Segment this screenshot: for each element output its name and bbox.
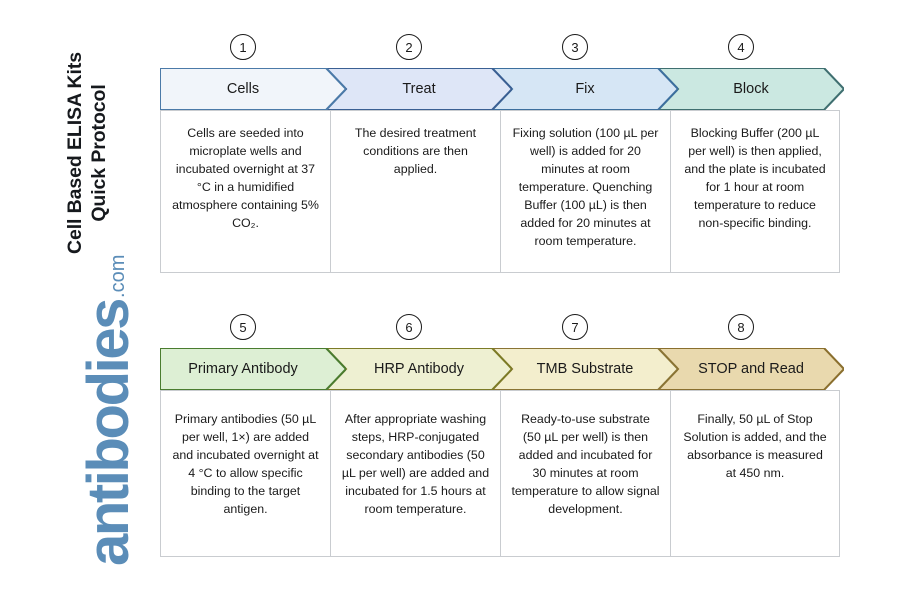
step-chevron-2[interactable]: Treat [326,68,512,110]
step-description-panel-2: The desired treatment conditions are the… [330,110,500,273]
step-description-text-7: Ready-to-use substrate (50 µL per well) … [511,412,660,516]
step-description-panel-6: After appropriate washing steps, HRP-con… [330,390,500,557]
step-description-text-3: Fixing solution (100 µL per well) is add… [512,126,659,248]
step-description-text-6: After appropriate washing steps, HRP-con… [341,412,490,516]
step-chevron-4[interactable]: Block [658,68,844,110]
brand-logo-tld: .com [107,254,129,298]
step-description-panel-5: Primary antibodies (50 µL per well, 1×) … [160,390,330,557]
step-label-1: Cells [226,81,260,97]
chevron-shape [326,348,512,390]
step-chevron-8[interactable]: STOP and Read [658,348,844,390]
chevron-shape [160,68,346,110]
step-description-panel-8: Finally, 50 µL of Stop Solution is added… [670,390,840,557]
step-label-6: HRP Antibody [373,361,464,377]
step-label-5: Primary Antibody [188,361,298,377]
step-number-8: 8 [728,314,754,340]
step-description-text-8: Finally, 50 µL of Stop Solution is added… [683,412,827,480]
chevron-track-1: Cells Treat Fix Block [160,68,860,110]
step-number-1: 1 [230,34,256,60]
step-description-panel-3: Fixing solution (100 µL per well) is add… [500,110,670,273]
step-number-7: 7 [562,314,588,340]
step-chevron-1[interactable]: Cells [160,68,346,110]
step-description-text-5: Primary antibodies (50 µL per well, 1×) … [172,412,319,516]
brand-logo-word: antibodies [76,299,142,566]
description-track-2: Primary antibodies (50 µL per well, 1×) … [160,390,840,557]
step-number-track-2: 5 6 7 8 [160,314,840,348]
chevron-shape [658,348,844,390]
step-description-text-1: Cells are seeded into microplate wells a… [172,126,319,230]
protocol-row-2: 5 6 7 8 Primary Antibody HRP Antibody TMB Sub… [160,314,860,557]
step-description-panel-4: Blocking Buffer (200 µL per well) is the… [670,110,840,273]
page-title-line-2: Quick Protocol [88,84,110,222]
step-number-track-1: 1 2 3 4 [160,34,840,68]
step-number-3: 3 [562,34,588,60]
step-label-2: Treat [402,81,436,97]
step-description-panel-1: Cells are seeded into microplate wells a… [160,110,330,273]
step-description-panel-7: Ready-to-use substrate (50 µL per well) … [500,390,670,557]
step-chevron-3[interactable]: Fix [492,68,678,110]
step-label-3: Fix [575,81,595,97]
page-title-text: Cell Based ELISA Kits Quick Protocol [56,18,120,288]
step-number-4: 4 [728,34,754,60]
chevron-track-2: Primary Antibody HRP Antibody TMB Substrat… [160,348,860,390]
chevron-shape [492,68,678,110]
chevron-shape [160,348,346,390]
step-number-2: 2 [396,34,422,60]
chevron-shape [326,68,512,110]
step-chevron-7[interactable]: TMB Substrate [492,348,678,390]
step-label-4: Block [733,81,769,97]
step-label-7: TMB Substrate [536,361,634,377]
step-chevron-5[interactable]: Primary Antibody [160,348,346,390]
protocol-row-1: 1 2 3 4 Cells Treat Fix Block Cells are seeded… [160,34,860,273]
page-title-line-1: Cell Based ELISA Kits [64,52,87,254]
chevron-shape [658,68,844,110]
brand-logo: antibodies .com [18,255,142,566]
description-track-1: Cells are seeded into microplate wells a… [160,110,840,273]
brand-logo-text: antibodies .com [18,255,142,566]
step-chevron-6[interactable]: HRP Antibody [326,348,512,390]
page-title: Cell Based ELISA Kits Quick Protocol [56,18,120,288]
step-label-8: STOP and Read [698,361,804,377]
chevron-shape [492,348,678,390]
step-number-5: 5 [230,314,256,340]
step-description-text-4: Blocking Buffer (200 µL per well) is the… [684,126,826,230]
step-description-text-2: The desired treatment conditions are the… [354,126,477,176]
step-number-6: 6 [396,314,422,340]
